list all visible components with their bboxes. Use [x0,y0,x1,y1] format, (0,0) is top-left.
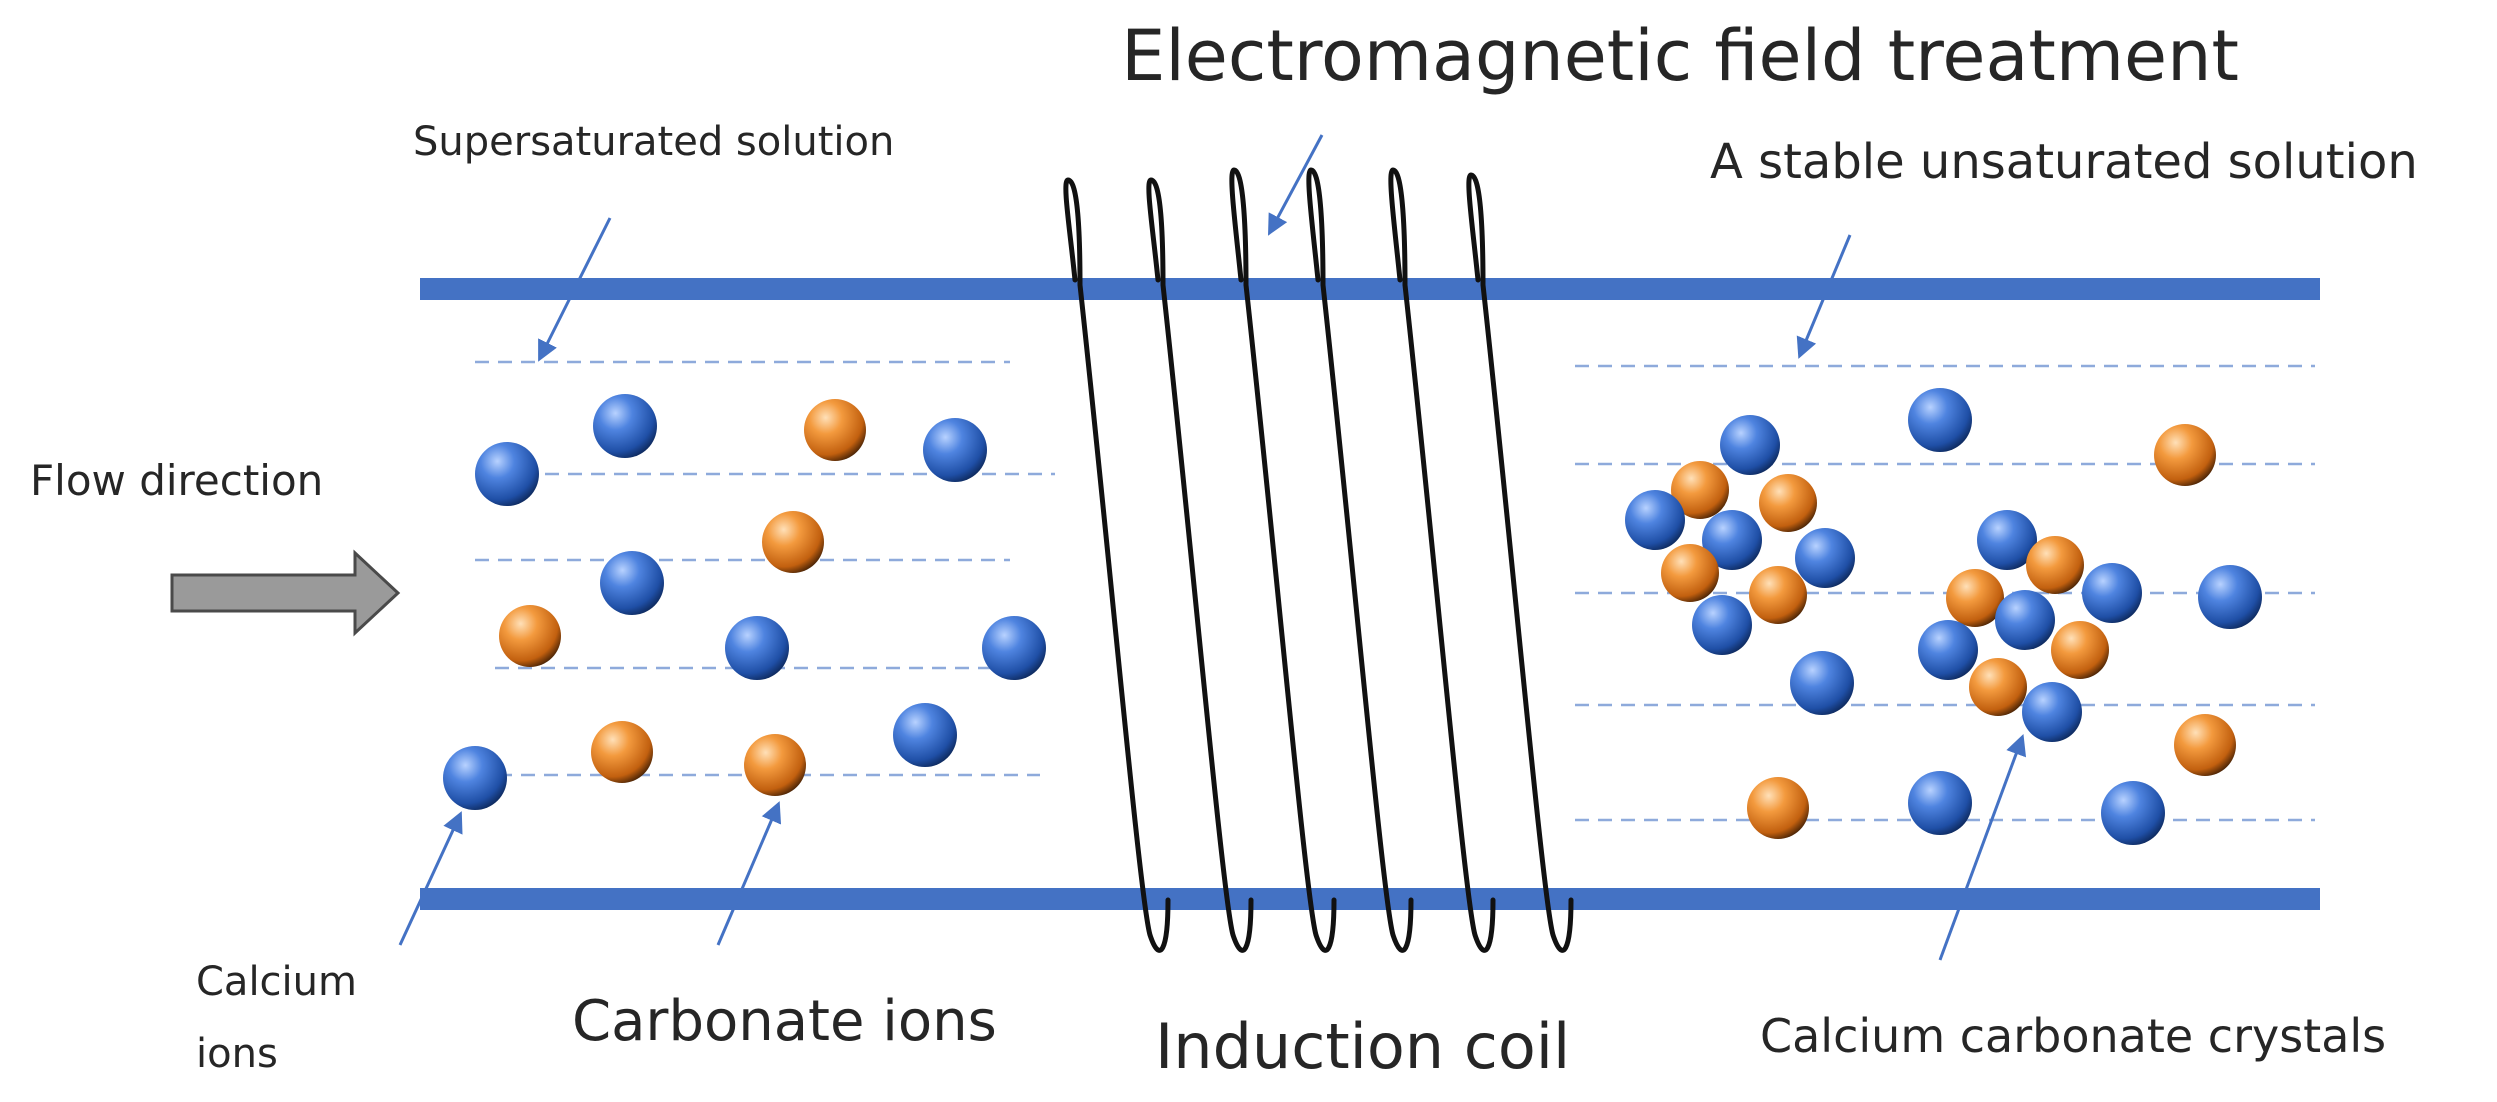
calcium-ion [1702,510,1762,570]
calcium-ion [1977,510,2037,570]
carbonate-ion [1661,544,1719,602]
carbonate-ion [591,721,653,783]
flow-direction-label: Flow direction [30,456,323,505]
calcium-ion [2082,563,2142,623]
title-label: Electromagnetic field treatment [1121,15,2239,97]
calcium-ion [1790,651,1854,715]
flow-direction-arrow [170,549,401,637]
carbonate-ion [2174,714,2236,776]
supersaturated-label: Supersaturated solution [413,119,894,165]
arrow-carbonate [716,801,782,946]
carbonate-ion [1759,474,1817,532]
carbonate-ion [1671,461,1729,519]
calcium-ion [1918,620,1978,680]
right-ions [1747,388,2262,845]
stable-solution-label: A stable unsaturated solution [1710,134,2418,190]
carbonate-ion [2026,536,2084,594]
calcium-ion [443,746,507,810]
arrow-crystals [1938,734,2027,961]
left-ions [443,394,1046,810]
calcium-ion [1908,771,1972,835]
calcium-ion [475,442,539,506]
calcium-ions-label-line1: Calcium [196,959,357,1005]
calcium-ion [982,616,1046,680]
calcium-ions-label-line2: ions [196,1031,278,1077]
calcium-carbonate-crystal-cluster [1625,415,1855,655]
calcium-ion [1795,528,1855,588]
calcium-ion [1692,595,1752,655]
calcium-ion [1995,590,2055,650]
carbonate-ion [762,511,824,573]
induction-coil [1063,167,1574,953]
crystals-label: Calcium carbonate crystals [1760,1009,2386,1063]
arrow-field [1268,134,1324,236]
carbonate-ion [804,399,866,461]
arrow-stable [1796,234,1852,359]
carbonate-ions-label: Carbonate ions [572,989,997,1054]
carbonate-ion [499,605,561,667]
calcium-ion [2101,781,2165,845]
carbonate-ion [1969,658,2027,716]
calcium-ion [593,394,657,458]
calcium-ion [923,418,987,482]
calcium-carbonate-crystal-cluster [1918,510,2142,742]
carbonate-ion [2051,621,2109,679]
pipe-top-wall [420,278,2320,300]
carbonate-ion [1946,569,2004,627]
carbonate-ion [2154,424,2216,486]
carbonate-ion [744,734,806,796]
induction-coil-label: Induction coil [1155,1010,1570,1083]
calcium-ion [600,551,664,615]
calcium-ion [2198,565,2262,629]
calcium-ion [1720,415,1780,475]
calcium-ion [2022,682,2082,742]
pointer-arrows [398,134,2027,961]
arrow-supersaturated [538,217,612,362]
carbonate-ion [1747,777,1809,839]
calcium-ion [725,616,789,680]
calcium-ion [1908,388,1972,452]
arrow-calcium [398,811,463,946]
calcium-ion [893,703,957,767]
pipe-bottom-wall [420,888,2320,910]
calcium-ion [1625,490,1685,550]
carbonate-ion [1749,566,1807,624]
